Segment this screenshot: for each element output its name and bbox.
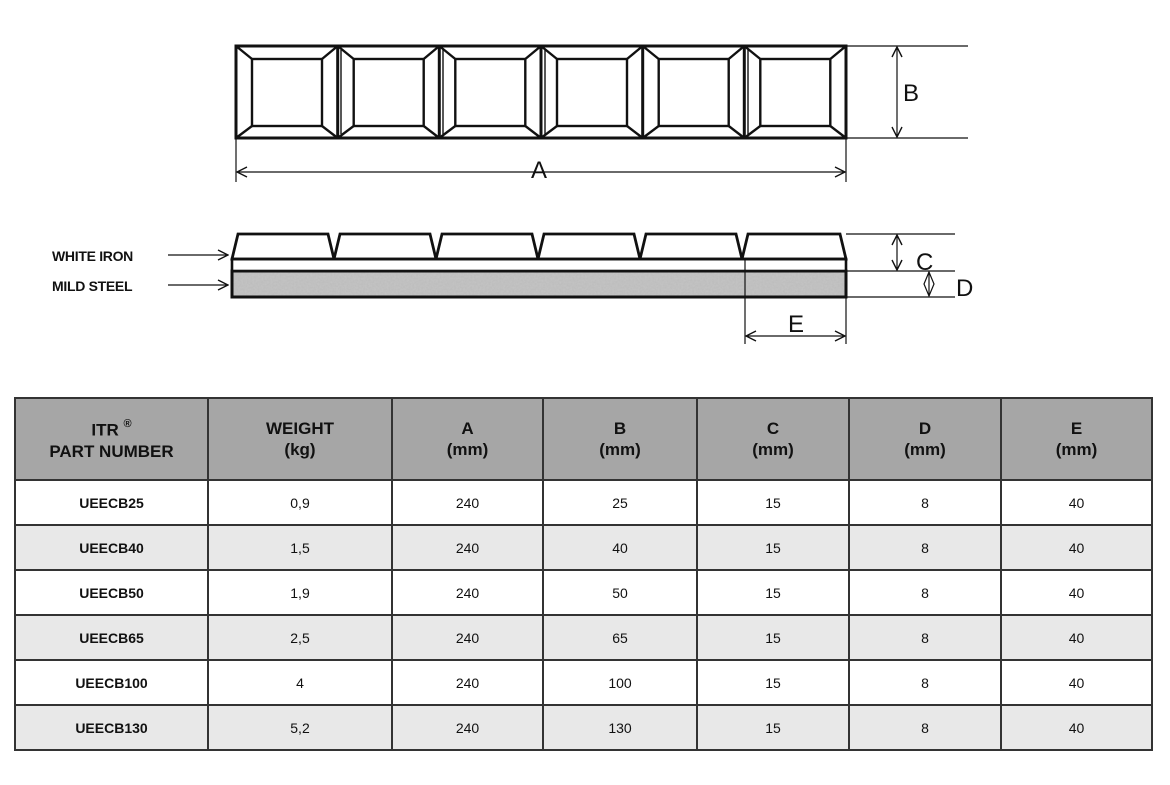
cell-b: 130	[542, 704, 698, 751]
cell-c: 15	[696, 659, 850, 706]
cell-c: 15	[696, 704, 850, 751]
cell-b: 25	[542, 479, 698, 526]
white-iron-layer	[230, 232, 848, 261]
header-line: WEIGHT	[266, 419, 334, 438]
cell-part-number: UEECB65	[14, 614, 209, 661]
cell-d: 8	[848, 569, 1002, 616]
cell-weight: 1,9	[207, 569, 393, 616]
cell-e: 40	[1000, 659, 1153, 706]
cell-a: 240	[391, 524, 544, 571]
cell-part-number: UEECB50	[14, 569, 209, 616]
specification-table: ITR ® PART NUMBER WEIGHT (kg) A (mm) B (…	[14, 397, 1153, 751]
tile	[336, 45, 441, 139]
dimension-a	[235, 138, 847, 182]
cell-d: 8	[848, 659, 1002, 706]
registered-mark: ®	[123, 418, 132, 431]
dimension-e	[744, 259, 847, 344]
cell-part-number: UEECB130	[14, 704, 209, 751]
header-line: A	[461, 419, 474, 438]
cell-e: 40	[1000, 569, 1153, 616]
cell-e: 40	[1000, 524, 1153, 571]
cell-weight: 5,2	[207, 704, 393, 751]
header-line: ITR	[91, 420, 119, 440]
cell-weight: 1,5	[207, 524, 393, 571]
header-line: D	[918, 419, 932, 438]
header-line: PART NUMBER	[49, 441, 174, 461]
dimension-label-b: B	[903, 80, 919, 107]
cell-a: 240	[391, 479, 544, 526]
tile	[743, 45, 847, 139]
dimension-label-a: A	[531, 157, 547, 184]
layer-label-mild-steel: MILD STEEL	[52, 278, 133, 294]
cell-d: 8	[848, 479, 1002, 526]
cell-c: 15	[696, 479, 850, 526]
cell-weight: 0,9	[207, 479, 393, 526]
tile	[438, 45, 543, 139]
cell-b: 100	[542, 659, 698, 706]
tile	[540, 45, 645, 139]
header-line: E	[1070, 419, 1083, 438]
column-header-weight: WEIGHT (kg)	[207, 397, 393, 481]
table-row: UEECB40 1,5 240 40 15 8 40	[14, 524, 1153, 571]
table-row: UEECB25 0,9 240 25 15 8 40	[14, 479, 1153, 526]
column-header-c: C (mm)	[696, 397, 850, 481]
column-header-part-number: ITR ® PART NUMBER	[14, 397, 209, 481]
header-unit: (mm)	[1055, 440, 1098, 459]
cell-d: 8	[848, 704, 1002, 751]
cell-b: 40	[542, 524, 698, 571]
dimension-c-d	[846, 233, 955, 298]
table-row: UEECB65 2,5 240 65 15 8 40	[14, 614, 1153, 661]
tile	[235, 45, 340, 139]
table-row: UEECB130 5,2 240 130 15 8 40	[14, 704, 1153, 751]
header-unit: (mm)	[904, 440, 946, 459]
column-header-a: A (mm)	[391, 397, 544, 481]
cell-part-number: UEECB40	[14, 524, 209, 571]
header-line: B	[613, 419, 627, 438]
cell-b: 65	[542, 614, 698, 661]
dimension-b	[846, 45, 968, 139]
cell-a: 240	[391, 569, 544, 616]
column-header-b: B (mm)	[542, 397, 698, 481]
dimension-label-d: D	[956, 275, 973, 302]
table-row: UEECB100 4 240 100 15 8 40	[14, 659, 1153, 706]
top-view: A B	[234, 44, 968, 184]
cell-c: 15	[696, 614, 850, 661]
tile-row	[235, 45, 847, 139]
cell-e: 40	[1000, 704, 1153, 751]
table-row: UEECB50 1,9 240 50 15 8 40	[14, 569, 1153, 616]
cell-e: 40	[1000, 614, 1153, 661]
cell-a: 240	[391, 659, 544, 706]
cell-weight: 2,5	[207, 614, 393, 661]
column-header-e: E (mm)	[1000, 397, 1153, 481]
cell-c: 15	[696, 569, 850, 616]
cell-a: 240	[391, 614, 544, 661]
tile	[641, 45, 746, 139]
cell-part-number: UEECB25	[14, 479, 209, 526]
dimension-label-c: C	[916, 249, 933, 276]
header-unit: (mm)	[752, 440, 794, 459]
layer-label-white-iron: WHITE IRON	[52, 248, 133, 264]
cell-e: 40	[1000, 479, 1153, 526]
technical-drawing: A B WHITE IRON MILD STEEL	[52, 44, 973, 344]
cell-d: 8	[848, 524, 1002, 571]
cell-part-number: UEECB100	[14, 659, 209, 706]
cell-weight: 4	[207, 659, 393, 706]
header-unit: (mm)	[446, 440, 489, 459]
table-header-row: ITR ® PART NUMBER WEIGHT (kg) A (mm) B (…	[14, 397, 1153, 481]
cell-c: 15	[696, 524, 850, 571]
header-unit: (kg)	[284, 440, 316, 459]
dimension-label-e: E	[788, 311, 804, 338]
header-line: C	[766, 419, 780, 438]
cell-a: 240	[391, 704, 544, 751]
column-header-d: D (mm)	[848, 397, 1002, 481]
header-unit: (mm)	[599, 440, 641, 459]
cell-d: 8	[848, 614, 1002, 661]
side-view: WHITE IRON MILD STEEL C D E	[52, 232, 973, 344]
cell-b: 50	[542, 569, 698, 616]
